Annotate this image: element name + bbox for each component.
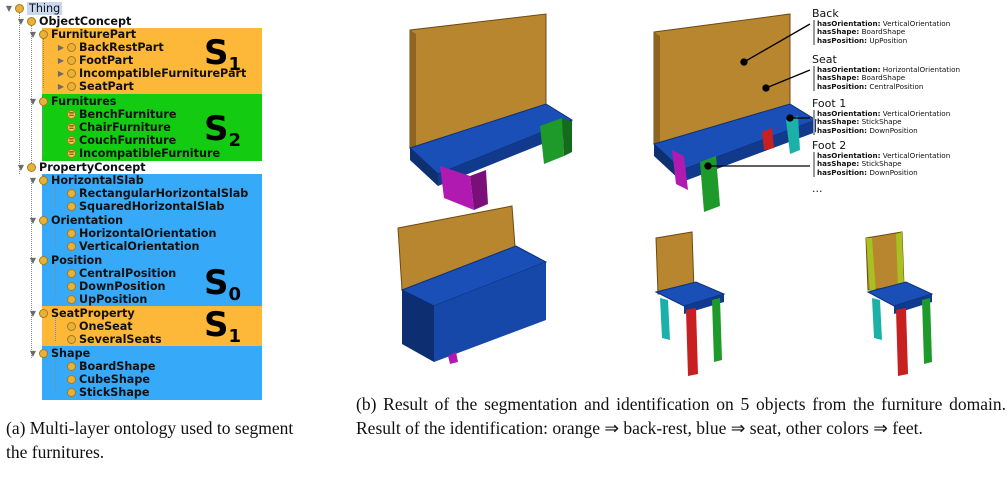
class-icon [67, 82, 76, 91]
collapse-triangle-icon[interactable]: ▼ [29, 30, 37, 39]
class-icon [67, 322, 76, 331]
expand-triangle-icon[interactable]: ▶ [57, 82, 65, 91]
tree-node-property-concept[interactable]: ▼PropertyConcept [17, 161, 146, 174]
class-icon [67, 295, 76, 304]
class-icon [15, 4, 24, 13]
chair-2 [865, 231, 934, 376]
collapse-triangle-icon[interactable]: ▼ [17, 163, 25, 172]
tree-node-shape[interactable]: ▼Shape [29, 347, 91, 360]
class-icon [67, 388, 76, 397]
class-icon [67, 269, 76, 278]
class-icon [27, 17, 36, 26]
class-icon [67, 202, 76, 211]
layer-label-s1-bottom: S1 [204, 305, 242, 347]
annotation-back: Back hasOrientation: VerticalOrientation… [812, 7, 951, 46]
class-icon [67, 229, 76, 238]
caption-a: (a) Multi-layer ontology used to segment… [6, 418, 294, 462]
class-icon [27, 163, 36, 172]
class-icon [67, 242, 76, 251]
tree-node-position[interactable]: ▼Position [29, 254, 103, 267]
layer-band-s0-properties [42, 174, 262, 306]
layer-label-s1-top: S1 [204, 33, 242, 75]
tree-node-foot-part[interactable]: ▶FootPart [57, 54, 134, 67]
class-icon [67, 335, 76, 344]
class-icon [67, 69, 76, 78]
tree-node-incompatible-furniture-part[interactable]: ▶IncompatibleFurniturePart [57, 67, 247, 80]
ontology-tree: ▼Thing ▼ObjectConcept ▼FurniturePart ▶Ba… [0, 0, 262, 400]
tree-node-bench-furniture[interactable]: BenchFurniture [56, 108, 176, 121]
collapse-triangle-icon[interactable]: ▼ [29, 97, 37, 106]
layer-band-s2-furnitures [42, 94, 262, 161]
expand-triangle-icon[interactable]: ▶ [57, 43, 65, 52]
expand-triangle-icon[interactable]: ▶ [57, 56, 65, 65]
tree-node-squared-horizontal-slab[interactable]: SquaredHorizontalSlab [56, 200, 224, 213]
tree-node-horizontal-slab[interactable]: ▼HorizontalSlab [29, 174, 144, 187]
tree-node-one-seat[interactable]: OneSeat [56, 320, 133, 333]
class-icon [67, 189, 76, 198]
layer-label-s0: S0 [204, 263, 242, 305]
collapse-triangle-icon[interactable]: ▼ [5, 4, 13, 13]
tree-node-down-position[interactable]: DownPosition [56, 280, 166, 293]
tree-node-seat-property[interactable]: ▼SeatProperty [29, 307, 135, 320]
tree-node-up-position[interactable]: UpPosition [56, 293, 147, 306]
tree-node-horizontal-orientation[interactable]: HorizontalOrientation [56, 227, 216, 240]
collapse-triangle-icon[interactable]: ▼ [17, 17, 25, 26]
annotation-ellipsis: ... [812, 182, 823, 195]
class-icon [39, 97, 48, 106]
tree-node-several-seats[interactable]: SeveralSeats [56, 333, 162, 346]
expand-triangle-icon[interactable]: ▶ [57, 69, 65, 78]
tree-node-seat-part[interactable]: ▶SeatPart [57, 80, 134, 93]
tree-node-couch-furniture[interactable]: CouchFurniture [56, 134, 176, 147]
defined-class-icon [67, 110, 76, 119]
tree-node-stick-shape[interactable]: StickShape [56, 386, 149, 399]
collapse-triangle-icon[interactable]: ▼ [29, 349, 37, 358]
tree-node-furnitures[interactable]: ▼Furnitures [29, 95, 117, 108]
tree-node-chair-furniture[interactable]: ChairFurniture [56, 121, 171, 134]
class-icon [67, 56, 76, 65]
layer-band-s1-furniture-part [42, 28, 262, 94]
layer-label-s2: S2 [204, 109, 242, 151]
collapse-triangle-icon[interactable]: ▼ [29, 256, 37, 265]
collapse-triangle-icon[interactable]: ▼ [29, 216, 37, 225]
collapse-triangle-icon[interactable]: ▼ [29, 309, 37, 318]
defined-class-icon [67, 136, 76, 145]
tree-node-furniture-part[interactable]: ▼FurniturePart [29, 28, 137, 41]
tree-node-board-shape[interactable]: BoardShape [56, 360, 155, 373]
annotation-leaders [704, 23, 811, 170]
bench-2-annotated [653, 13, 818, 212]
tree-node-cube-shape[interactable]: CubeShape [56, 373, 150, 386]
tree-node-thing[interactable]: ▼Thing [5, 2, 63, 15]
tree-node-rectangular-horizontal-slab[interactable]: RectangularHorizontalSlab [56, 187, 248, 200]
tree-node-orientation[interactable]: ▼Orientation [29, 214, 124, 227]
annotation-seat: Seat hasOrientation: HorizontalOrientati… [812, 53, 961, 92]
tree-node-central-position[interactable]: CentralPosition [56, 267, 176, 280]
class-icon [67, 282, 76, 291]
couch [397, 205, 548, 364]
tree-node-incompatible-furniture[interactable]: IncompatibleFurniture [56, 147, 220, 160]
tree-node-vertical-orientation[interactable]: VerticalOrientation [56, 240, 200, 253]
defined-class-icon [67, 149, 76, 158]
class-icon [39, 256, 48, 265]
class-icon [39, 216, 48, 225]
bench-1 [409, 13, 574, 210]
chair-1 [654, 231, 726, 376]
defined-class-icon [67, 123, 76, 132]
class-icon [67, 362, 76, 371]
class-icon [39, 176, 48, 185]
tree-node-back-rest-part[interactable]: ▶BackRestPart [57, 41, 164, 54]
tree-node-object-concept[interactable]: ▼ObjectConcept [17, 15, 132, 28]
annotation-foot-1: Foot 1 hasOrientation: VerticalOrientati… [812, 97, 951, 136]
layer-band-s1-seat-property [42, 306, 262, 346]
layer-band-s0-shape [42, 346, 262, 400]
collapse-triangle-icon[interactable]: ▼ [29, 176, 37, 185]
furniture-renders [397, 13, 934, 376]
class-icon [39, 309, 48, 318]
class-icon [67, 375, 76, 384]
class-icon [39, 30, 48, 39]
caption-b: (b) Result of the segmentation and ident… [356, 394, 1006, 438]
class-icon [67, 43, 76, 52]
annotation-foot-2: Foot 2 hasOrientation: VerticalOrientati… [812, 139, 951, 178]
class-icon [39, 349, 48, 358]
